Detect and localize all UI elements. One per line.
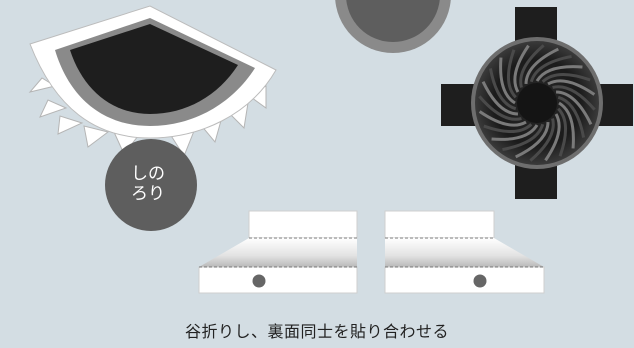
fan-blade bbox=[515, 121, 550, 159]
fan-blade bbox=[513, 44, 530, 93]
fan-blade bbox=[541, 72, 591, 83]
fan-blade bbox=[524, 47, 559, 85]
glue-dot-left bbox=[252, 274, 266, 288]
glue-tab-circle bbox=[105, 139, 197, 231]
fan-blade bbox=[557, 95, 586, 138]
fan-blade bbox=[499, 57, 516, 105]
fan-blade bbox=[544, 113, 561, 162]
fan-blade bbox=[502, 123, 545, 152]
fan-cross-shape bbox=[441, 7, 633, 199]
fan-blade bbox=[491, 124, 539, 141]
fold-tab-left bbox=[198, 210, 358, 294]
fan-blade bbox=[478, 110, 527, 127]
fan-blade bbox=[488, 68, 517, 111]
fan-blade bbox=[481, 81, 519, 116]
fan-blades bbox=[478, 44, 596, 162]
instruction-caption: 谷折りし、裏面同士を貼り合わせる bbox=[184, 322, 449, 341]
fan-blade bbox=[529, 54, 572, 83]
fan-blade bbox=[552, 85, 596, 111]
fan-blade bbox=[478, 95, 522, 121]
fan-blade bbox=[519, 44, 545, 88]
round-part-top bbox=[335, 0, 451, 53]
fan-blade bbox=[483, 123, 533, 134]
fan-blade bbox=[557, 107, 568, 157]
glue-tab-label-line1: しの bbox=[131, 164, 165, 184]
fan-blade bbox=[529, 118, 555, 162]
fan-blade bbox=[547, 79, 596, 96]
fold-tab-right bbox=[384, 210, 545, 294]
fan-blade bbox=[535, 65, 583, 82]
inner-dark bbox=[70, 24, 238, 114]
glue-tab-label-line2: ろり bbox=[131, 184, 165, 204]
fan-blade bbox=[506, 49, 517, 99]
fan-hub bbox=[517, 83, 557, 123]
fan-blade bbox=[555, 90, 593, 125]
glue-dot-right bbox=[473, 274, 487, 288]
eye-piece-shape bbox=[28, 5, 277, 158]
fan-blade bbox=[558, 101, 575, 149]
